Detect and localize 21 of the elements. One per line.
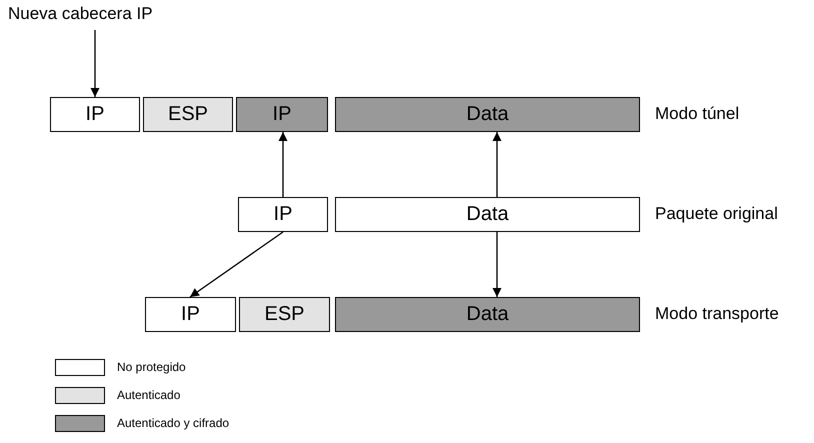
arrow <box>90 30 100 97</box>
legend-label: No protegido <box>117 360 186 374</box>
packet-field: ESP <box>143 97 233 132</box>
packet-field: Data <box>335 297 640 332</box>
packet-field: IP <box>238 197 328 232</box>
legend-label: Autenticado <box>117 388 180 402</box>
row-label: Modo transporte <box>655 304 779 324</box>
header-label: Nueva cabecera IP <box>8 4 188 28</box>
packet-field: Data <box>335 197 640 232</box>
packet-field: IP <box>145 297 236 332</box>
row-label: Modo túnel <box>655 104 740 124</box>
arrow <box>492 232 502 297</box>
arrow <box>190 231 284 298</box>
row-label: Paquete original <box>655 204 778 224</box>
packet-field: Data <box>335 97 640 132</box>
arrow <box>278 132 288 197</box>
packet-field: IP <box>236 97 328 132</box>
arrow <box>492 132 502 197</box>
legend-label: Autenticado y cifrado <box>117 416 230 430</box>
packet-field: IP <box>50 97 140 132</box>
packet-field: ESP <box>239 297 330 332</box>
